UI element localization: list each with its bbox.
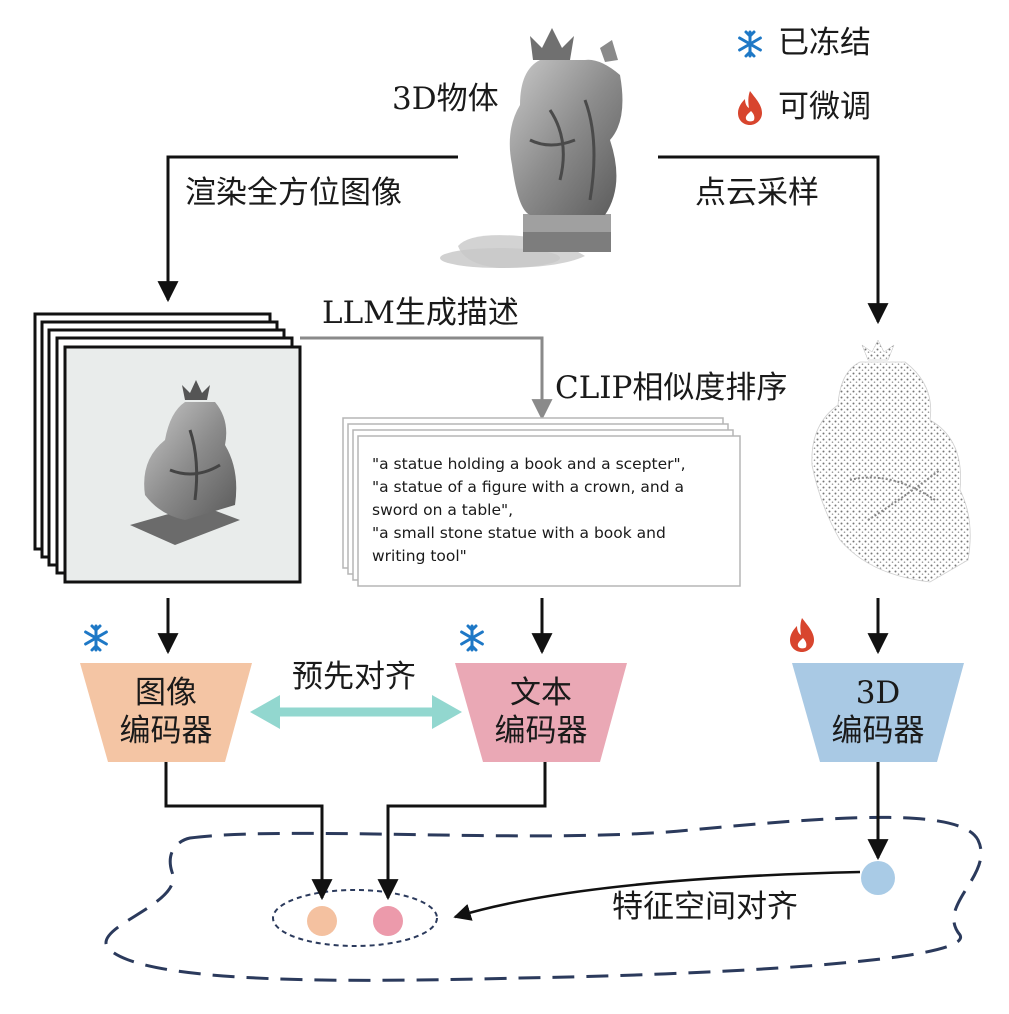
statue-object-picture <box>440 28 623 268</box>
pc-encoder-label: 3D 编码器 <box>792 674 964 750</box>
rendered-image-stack <box>33 312 302 584</box>
text-encoder-label: 文本 编码器 <box>455 674 627 750</box>
feature-space-outline <box>104 815 983 982</box>
pc-encoder-shape <box>792 663 964 762</box>
caption-line: "a small stone statue with a book and <box>372 524 666 542</box>
arrow-image-feature <box>164 762 333 901</box>
image-encoder-line1: 图像 <box>135 675 197 711</box>
object-label: 3D物体 <box>392 81 499 117</box>
pre-align-arrow <box>250 695 462 729</box>
pc-encoder-line1: 3D <box>855 675 901 711</box>
pc-encoder-line2: 编码器 <box>831 713 925 749</box>
arrow-sample <box>658 155 889 325</box>
caption-line: "a statue holding a book and a scepter", <box>372 455 686 473</box>
render-step-label: 渲染全方位图像 <box>185 175 402 211</box>
caption-list: "a statue holding a book and a scepter",… <box>372 453 738 568</box>
caption-line: writing tool" <box>372 547 467 565</box>
image-encoder-line2: 编码器 <box>119 713 213 749</box>
legend-frozen-label: 已冻结 <box>778 25 871 61</box>
arrow-llm-clip <box>300 336 553 421</box>
text-encoder-line1: 文本 <box>510 675 572 711</box>
image-encoder-label: 图像 编码器 <box>80 674 252 750</box>
legend-snowflake-icon <box>738 30 762 58</box>
text-encoder-shape <box>455 663 627 762</box>
clip-step-label: CLIP相似度排序 <box>555 370 788 406</box>
text-encoder-line2: 编码器 <box>494 713 588 749</box>
pc-feature-point <box>861 861 895 895</box>
text-encoder-snowflake-icon <box>460 624 484 652</box>
feature-align-label: 特征空间对齐 <box>612 889 798 925</box>
llm-step-label: LLM生成描述 <box>322 295 519 331</box>
rendered-statue-picture <box>130 380 240 545</box>
pc-encoder-flame-icon <box>790 618 814 652</box>
arrow-render <box>157 155 458 303</box>
aligned-cluster-outline <box>272 889 438 947</box>
caption-line: "a statue of a figure with a crown, and … <box>372 478 684 496</box>
arrow-text-feature <box>377 762 547 901</box>
caption-line: sword on a table", <box>372 501 514 519</box>
image-encoder-shape <box>80 663 252 762</box>
image-encoder-snowflake-icon <box>84 624 108 652</box>
point-cloud-picture <box>811 339 971 583</box>
legend-tunable-label: 可微调 <box>778 89 871 125</box>
caption-card-stack <box>342 417 741 587</box>
legend-flame-icon <box>738 91 762 125</box>
image-feature-point <box>307 906 337 936</box>
text-feature-point <box>373 906 403 936</box>
sample-step-label: 点云采样 <box>695 175 819 211</box>
arrow-feature-align <box>453 870 861 921</box>
pre-align-label: 预先对齐 <box>292 659 416 695</box>
